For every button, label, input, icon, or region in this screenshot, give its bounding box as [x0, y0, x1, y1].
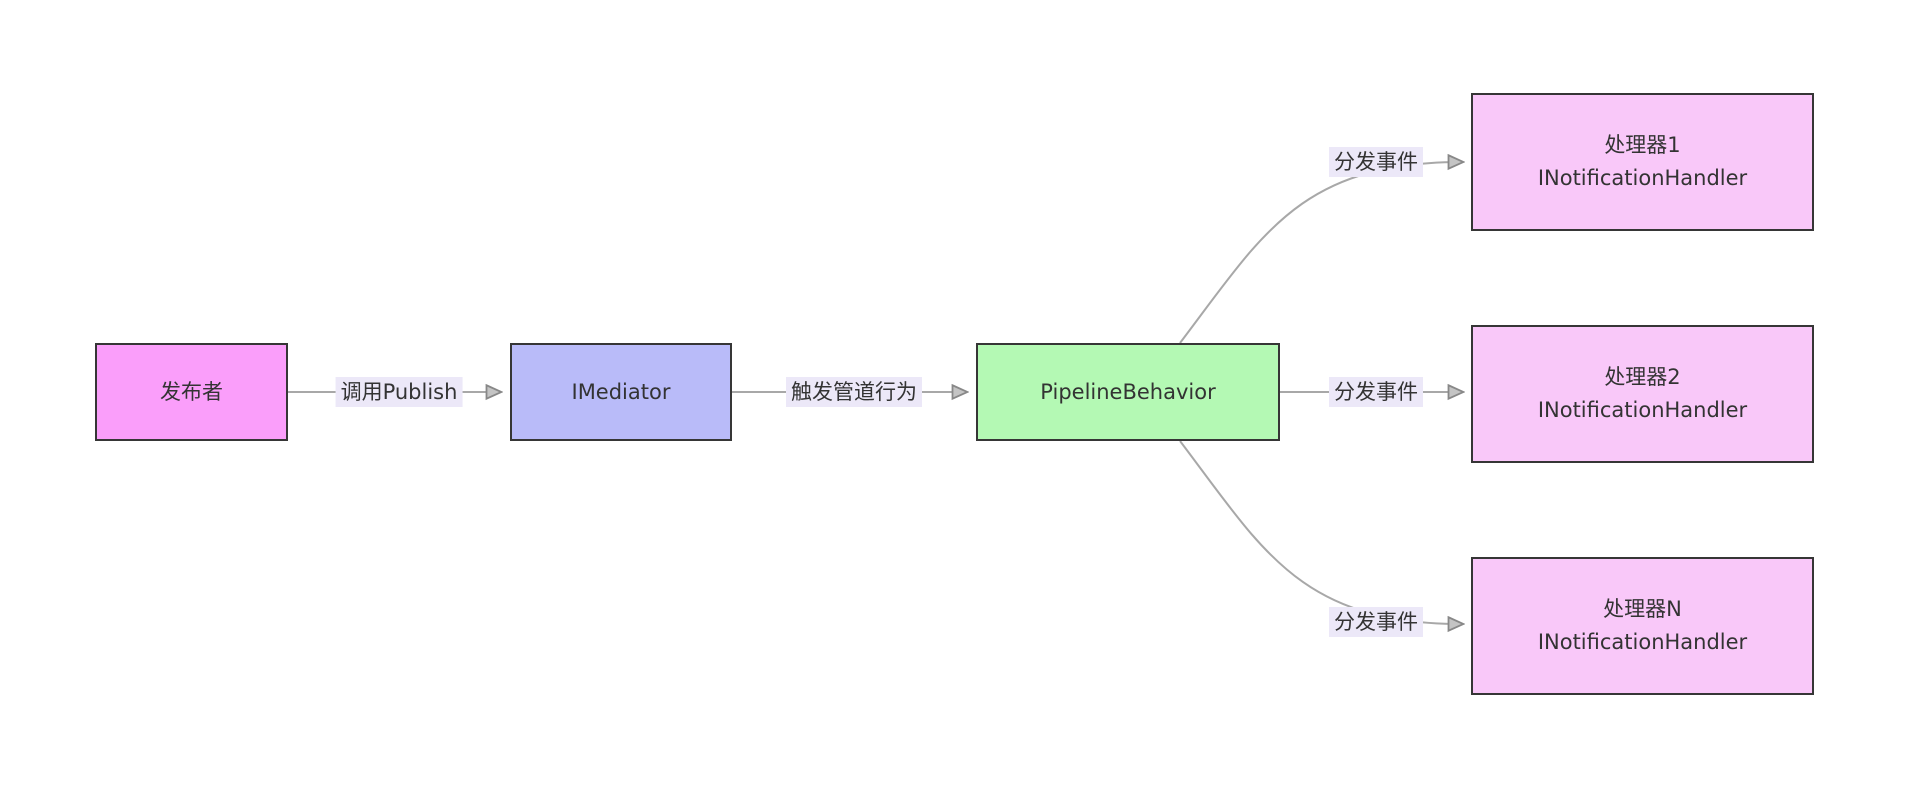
edge-pipeline-to-handler1 — [1179, 162, 1462, 344]
node-handler1-title: 处理器1 — [1604, 133, 1681, 157]
edge-label-trigger-pipeline: 触发管道行为 — [786, 377, 922, 407]
node-pipelinebehavior: PipelineBehavior — [976, 343, 1280, 441]
edge-label-dispatch-event-n: 分发事件 — [1329, 607, 1423, 637]
node-handler2-title: 处理器2 — [1604, 365, 1681, 389]
edge-pipeline-to-handlerN — [1179, 440, 1462, 624]
edge-label-dispatch-event-2: 分发事件 — [1329, 377, 1423, 407]
edge-label-call-publish: 调用Publish — [335, 377, 463, 407]
node-handlerN-subtitle: INotificationHandler — [1537, 630, 1748, 654]
node-imediator-label: IMediator — [571, 379, 671, 404]
node-handler1: 处理器1 INotificationHandler — [1471, 93, 1814, 231]
node-handlerN: 处理器N INotificationHandler — [1471, 557, 1814, 695]
node-imediator: IMediator — [510, 343, 732, 441]
node-handler2-subtitle: INotificationHandler — [1537, 398, 1748, 422]
edge-label-dispatch-event-1: 分发事件 — [1329, 147, 1423, 177]
node-handlerN-title: 处理器N — [1603, 597, 1682, 621]
node-publisher-label: 发布者 — [160, 379, 223, 404]
node-handler2: 处理器2 INotificationHandler — [1471, 325, 1814, 463]
node-pipelinebehavior-label: PipelineBehavior — [1040, 379, 1216, 404]
node-publisher: 发布者 — [95, 343, 288, 441]
node-handler1-subtitle: INotificationHandler — [1537, 166, 1748, 190]
